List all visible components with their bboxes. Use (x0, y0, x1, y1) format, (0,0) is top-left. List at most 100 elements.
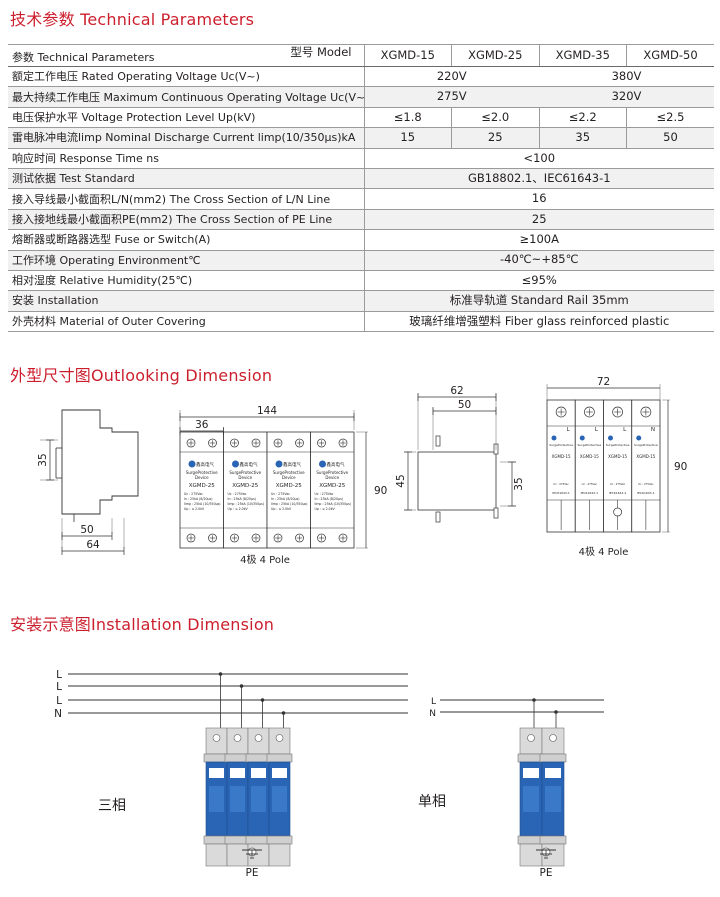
module-bottom (519, 843, 543, 867)
spec-row: 额定工作电压 Rated Operating Voltage Uc(V~)220… (8, 66, 714, 88)
installed-module (517, 727, 545, 867)
installed-module (266, 727, 293, 867)
junction-dot (218, 672, 223, 676)
module-model: XGMD-25 (189, 483, 215, 489)
module-bottom (226, 843, 249, 867)
module-body (310, 431, 355, 549)
module-line1: SurgeProtective (577, 443, 601, 447)
module-bottom (268, 843, 291, 867)
module-height1-dim-label: 45 (395, 474, 407, 487)
bus-line-label: L (56, 669, 62, 681)
screw-terminal-icon (254, 734, 263, 742)
module-spec: Uc : 275Vac (610, 482, 626, 486)
spec-row: 响应时间 Response Time ns<100 (8, 148, 714, 169)
spec-row-value: 16 (364, 188, 714, 210)
spec-row-value: <100 (364, 148, 714, 169)
module-brand: 鑫高电气 (283, 461, 301, 468)
junction-dot (532, 698, 536, 702)
spec-row: 接入接地线最小截面积PE(mm2) The Cross Section of P… (8, 209, 714, 231)
spec-row: 熔断器或断路器选型 Fuse or Switch(A)≥100A (8, 229, 714, 251)
spec-row-value: 标准导轨道 Standard Rail 35mm (364, 290, 714, 312)
module-side-clip (493, 507, 499, 519)
pe-label: PE (540, 867, 553, 879)
terminal-label: L (595, 427, 599, 433)
module-body (179, 431, 224, 549)
spec-row-value: 275V (364, 86, 539, 108)
spec-row: 工作环境 Operating Environment℃-40℃~+85℃ (8, 250, 714, 271)
bus-line-label: L (56, 681, 62, 693)
terminal-label: L (567, 427, 571, 433)
spec-row-label: 雷电脉冲电流limp Nominal Discharge Current lim… (8, 127, 365, 149)
screw-terminal-icon (212, 734, 221, 742)
module-model: XGMD-15 (636, 454, 655, 459)
module-body (266, 431, 311, 549)
spec-row: 电压保护水平 Voltage Protection Level Up(kV)≤1… (8, 107, 714, 129)
spec-row: 相对湿度 Relative Humidity(25℃)≤95% (8, 270, 714, 292)
spec-row-label: 接入接地线最小截面积PE(mm2) The Cross Section of P… (8, 209, 365, 231)
brand-logo-icon (319, 460, 326, 468)
module-spec: Iimp : 25kA (10/350μs) (271, 502, 308, 506)
ground-terminal-icon (613, 507, 622, 517)
spec-row: 雷电脉冲电流limp Nominal Discharge Current lim… (8, 127, 714, 149)
module-bottom (205, 843, 228, 867)
module-label-plate (545, 768, 561, 778)
installed-module (539, 727, 567, 867)
technical-parameters-title: 技术参数 Technical Parameters (10, 10, 255, 29)
module-label-plate (272, 768, 287, 778)
brand-logo-icon (232, 460, 239, 468)
module-model: XGMD-15 (580, 454, 599, 459)
module-spec: Uc : 275Vac (271, 492, 290, 496)
brand-logo-icon (275, 460, 283, 468)
module-model: XGMD-25 (319, 483, 345, 489)
module-spec: Iimp : 25kA (10/350μs) (184, 502, 221, 506)
side-height-dim-label: 35 (37, 453, 49, 466)
spec-row-value: 35 (538, 127, 627, 149)
junction-dot (554, 710, 558, 714)
model-header-cell: XGMD-35 (538, 44, 627, 67)
module-shoulder (266, 835, 293, 845)
terminal-label: N (651, 427, 655, 433)
module-spec: Up : ≤ 2.0kV (228, 507, 249, 511)
module-spec-plate (545, 786, 561, 812)
brand-logo-icon (636, 435, 642, 441)
spec-row-label: 工作环境 Operating Environment℃ (8, 250, 365, 271)
spec-row: 最大持续工作电压 Maximum Continuous Operating Vo… (8, 86, 714, 108)
module-side-body (417, 451, 497, 511)
module-spec: Iimp : 25kA (10/350μs) (228, 502, 265, 506)
spec-row-value: ≥100A (364, 229, 714, 251)
terminal-label: L (623, 427, 627, 433)
spec-row-label: 熔断器或断路器选型 Fuse or Switch(A) (8, 229, 365, 251)
four-pole-width-dim-label: 144 (257, 405, 277, 417)
model-header-cell: XGMD-15 (364, 44, 452, 67)
installed-module (245, 727, 272, 867)
spec-row-value: 220V (364, 66, 539, 88)
installation-dimension-title: 安装示意图Installation Dimension (10, 615, 275, 634)
one-pole-height-dim-label: 90 (674, 461, 687, 473)
bus-line-label: L (431, 697, 436, 707)
spec-row-value: 380V (539, 66, 714, 88)
spec-row-value: 25 (451, 127, 539, 149)
three-phase-label: 三相 (98, 798, 126, 814)
installed-module (224, 727, 251, 867)
module-spec-plate (272, 786, 287, 812)
model-header-cell: XGMD-25 (451, 44, 539, 67)
module-width1-dim-label: 62 (450, 385, 463, 397)
module-line1: SurgeProtective (186, 470, 218, 475)
module-height2-dim-label: 35 (513, 477, 525, 490)
module-spec-plate (523, 786, 539, 812)
side-profile-outline (61, 409, 139, 515)
spec-row-value: GB18802.1、IEC61643-1 (364, 168, 714, 190)
module-spec: Up : ≤ 2.0kV (271, 507, 292, 511)
module-spec: Iimp : 25kA (10/350μs) (315, 502, 352, 506)
module-spec: Uc : 275Vac (184, 492, 203, 496)
module-spec: Uc : 275Vac (228, 492, 247, 496)
module-line1: SurgeProtective (273, 470, 305, 475)
outlooking-dimension-title: 外型尺寸图Outlooking Dimension (10, 366, 273, 385)
module-brand: 鑫高电气 (196, 461, 214, 468)
